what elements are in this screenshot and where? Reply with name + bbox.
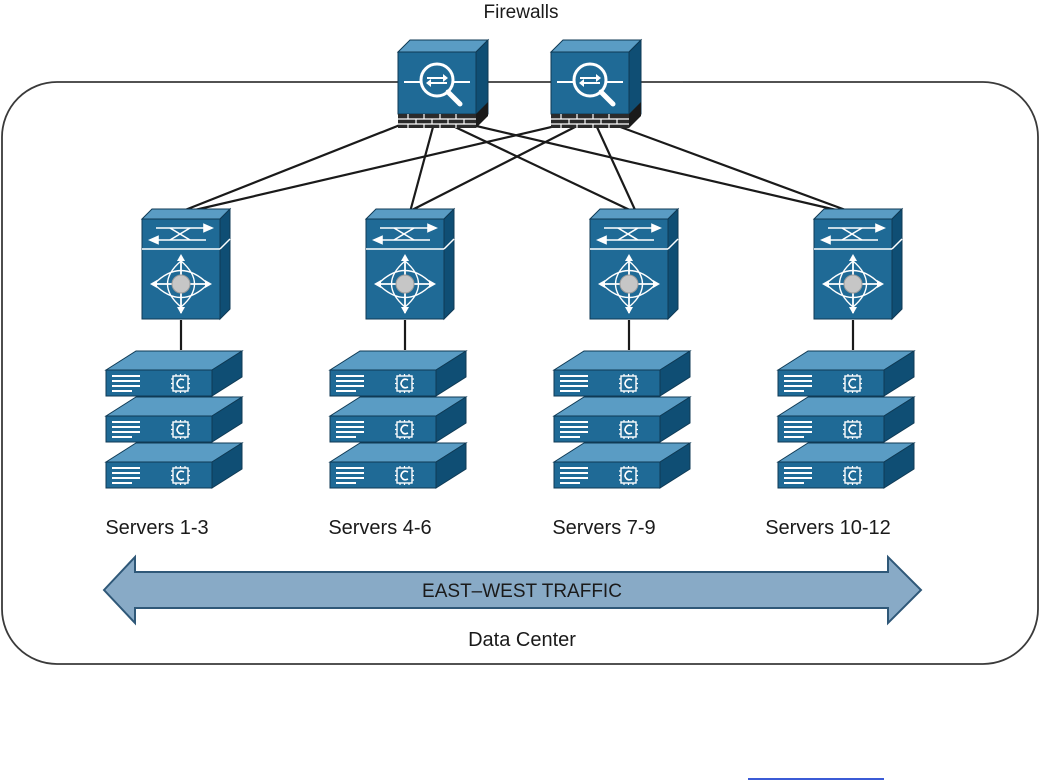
data-center-boundary (1, 81, 1039, 665)
server-group-label: Servers 10-12 (765, 517, 891, 539)
link-fw2-sw4 (614, 123, 852, 214)
switch-icon (365, 208, 455, 320)
link-fw1-sw2 (408, 126, 435, 213)
data-center-label: Data Center (468, 629, 576, 651)
uplink-lines (179, 123, 852, 214)
server-stack-icon (553, 350, 691, 489)
server-stack-icon (329, 350, 467, 489)
link-fw1-sw1 (179, 123, 401, 214)
downlink-lines (179, 320, 855, 350)
east-west-traffic-arrow (102, 554, 923, 626)
server-group-label: Servers 7-9 (552, 517, 655, 539)
link-fw1-sw3 (454, 126, 635, 213)
switch-icon (589, 208, 679, 320)
link-fw2-sw3 (596, 126, 637, 213)
server-group-label: Servers 4-6 (328, 517, 431, 539)
firewalls-title: Firewalls (484, 2, 559, 23)
switch-icon (141, 208, 231, 320)
link-fw1-sw4 (471, 123, 846, 214)
firewall-icon (551, 40, 641, 128)
firewall-icon (398, 40, 488, 128)
server-stack-icon (777, 350, 915, 489)
traffic-label: EAST–WEST TRAFFIC (422, 581, 622, 602)
link-underline (748, 778, 884, 780)
server-group-label: Servers 1-3 (105, 517, 208, 539)
link-fw2-sw2 (407, 126, 576, 213)
switch-icon (813, 208, 903, 320)
server-stack-icon (105, 350, 243, 489)
link-fw2-sw1 (185, 123, 561, 214)
